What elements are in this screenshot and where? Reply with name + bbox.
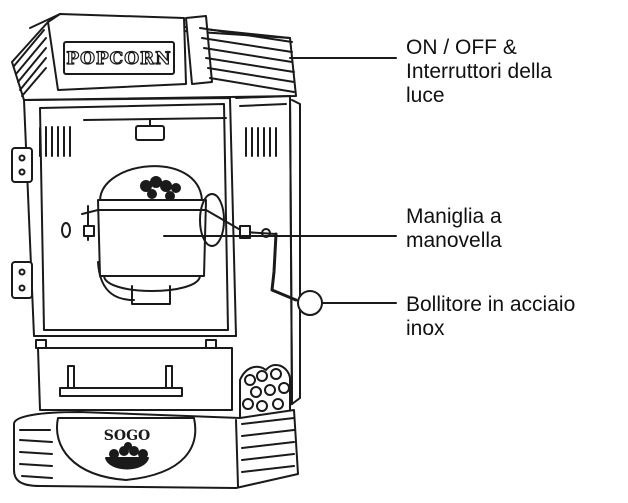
door-hinge-bottom	[11, 261, 33, 299]
popcorn-sign	[63, 41, 175, 75]
side-vent-left	[39, 126, 71, 157]
side-vent-right	[245, 127, 277, 157]
door-hinge-top	[11, 147, 33, 183]
popcorn-pile	[239, 363, 291, 421]
callout-crank-handle: Maniglia a manovella	[406, 205, 502, 252]
machine-base	[13, 409, 299, 489]
popcorn-bowl-icon	[105, 457, 149, 470]
crank-handle	[270, 232, 298, 302]
kettle-assembly	[81, 117, 323, 316]
machine-cabinet	[11, 95, 301, 421]
machine-roof	[11, 13, 297, 101]
callout-stainless-kettle: Bollitore in acciaio inox	[406, 293, 576, 340]
stainless-kettle	[97, 199, 207, 277]
door-knob	[61, 222, 71, 238]
popcorn-sign-label: POPCORN	[66, 49, 171, 69]
drawer-handle	[59, 365, 183, 397]
brand-label: SOGO	[104, 428, 150, 444]
callout-switches: ON / OFF & Interruttori della luce	[406, 36, 552, 107]
